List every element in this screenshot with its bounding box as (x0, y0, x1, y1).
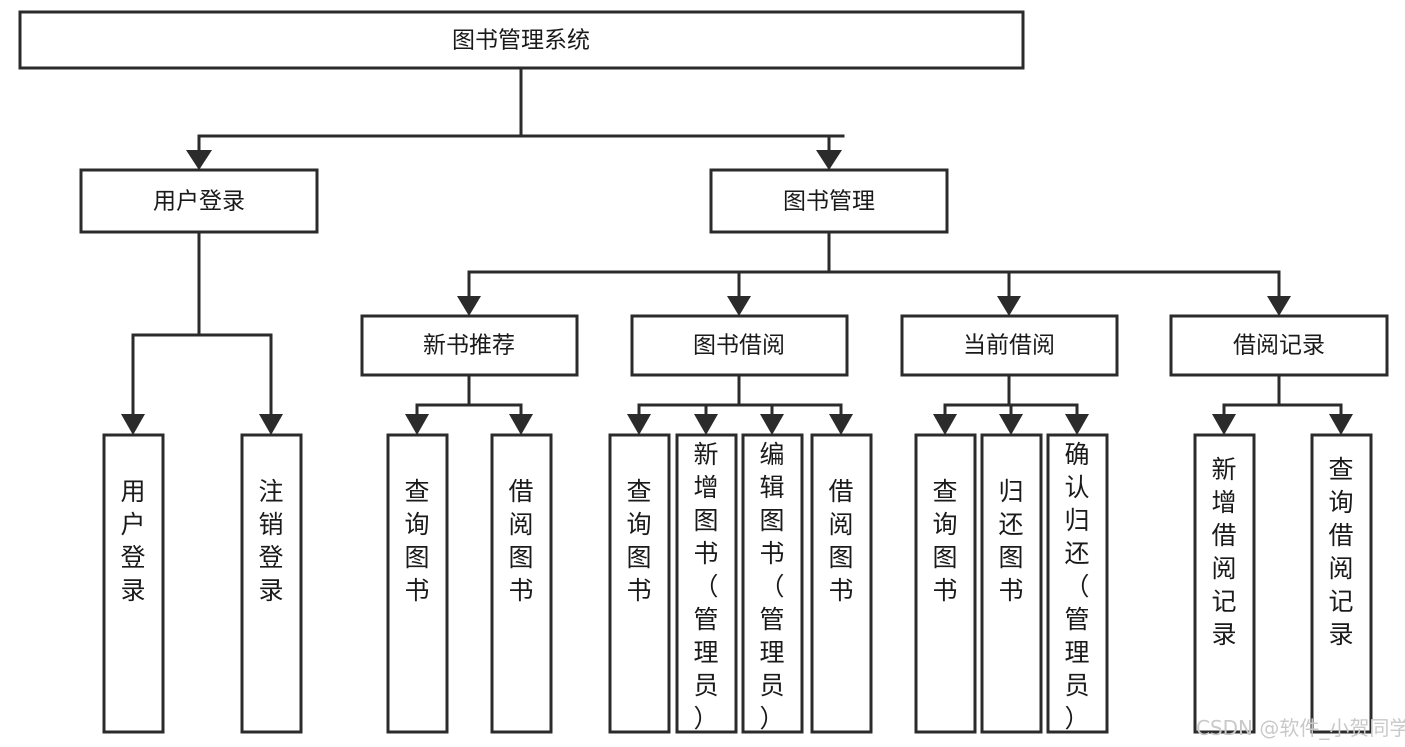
node-leaf-confirm-return[interactable]: 确认归还（管理员） (1046, 433, 1109, 734)
node-leaf-logout-login[interactable]: 注销登录 (240, 433, 303, 734)
leaf-add-book-label: 新增图书（管理员） (693, 440, 718, 733)
leaf-edit-book-label: 编辑图书（管理员） (759, 440, 784, 733)
arrowhead-user-login (186, 150, 212, 170)
root-label: 图书管理系统 (452, 28, 590, 54)
leaf-return-book-label: 归还图书 (998, 477, 1023, 605)
arrowhead-borrow-record (1267, 296, 1291, 316)
leaf-query-book-3-label: 查询图书 (932, 477, 957, 605)
book-borrow-label: 图书借阅 (693, 333, 785, 359)
book-borrow-box[interactable] (630, 314, 849, 377)
node-root[interactable]: 图书管理系统 (18, 10, 1025, 70)
current-borrow-label: 当前借阅 (963, 333, 1055, 359)
arrowhead-current-borrow (997, 296, 1021, 316)
node-leaf-borrow-book-1[interactable]: 借阅图书 (490, 433, 553, 734)
arrowhead-leaf-query-book-1 (405, 414, 429, 435)
leaf-query-record-label: 查询借阅记录 (1328, 455, 1353, 649)
node-leaf-query-book-1[interactable]: 查询图书 (386, 433, 449, 734)
leaf-query-book-3-box[interactable] (914, 433, 977, 734)
leaf-query-record-box[interactable] (1310, 433, 1373, 734)
arrowhead-leaf-add-book (694, 414, 718, 435)
node-leaf-query-book-3[interactable]: 查询图书 (914, 433, 977, 734)
leaf-user-login-label: 用户登录 (120, 477, 145, 605)
leaf-query-book-1-label: 查询图书 (404, 477, 429, 605)
user-login-box[interactable] (79, 168, 319, 234)
arrowhead-leaf-borrow-book-2 (829, 414, 853, 435)
arrowhead-leaf-user-login (121, 414, 145, 435)
node-leaf-edit-book[interactable]: 编辑图书（管理员） (741, 433, 804, 734)
arrowhead-leaf-edit-book (760, 414, 784, 435)
leaf-borrow-book-2-label: 借阅图书 (828, 477, 853, 605)
leaf-return-book-box[interactable] (980, 433, 1043, 734)
arrowhead-leaf-add-record (1212, 414, 1236, 435)
new-book-recommend-label: 新书推荐 (423, 333, 515, 359)
node-new-book-recommend[interactable]: 新书推荐 (360, 314, 579, 377)
leaf-borrow-book-1-label: 借阅图书 (508, 477, 533, 605)
node-book-manage[interactable]: 图书管理 (709, 168, 949, 234)
leaf-query-book-2-box[interactable] (608, 433, 671, 734)
leaf-user-login-box[interactable] (102, 433, 165, 734)
leaf-confirm-return-box[interactable] (1046, 433, 1109, 734)
arrowhead-leaf-return-book (999, 414, 1023, 435)
edge-layer (121, 66, 1353, 435)
arrowhead-leaf-logout-login (259, 414, 283, 435)
leaf-add-record-box[interactable] (1193, 433, 1256, 734)
arrowhead-leaf-query-book-3 (933, 414, 957, 435)
node-leaf-query-record[interactable]: 查询借阅记录 (1310, 433, 1373, 734)
arrowhead-leaf-borrow-book-1 (509, 414, 533, 435)
leaf-borrow-book-1-box[interactable] (490, 433, 553, 734)
borrow-record-box[interactable] (1169, 314, 1389, 377)
leaf-nodes-layer: 用户登录 注销登录 查询图书 借阅图书 查询图书 新增图书（管理员） 编辑图书（… (102, 433, 1373, 734)
leaf-query-book-1-box[interactable] (386, 433, 449, 734)
leaf-logout-login-label: 注销登录 (258, 477, 283, 605)
book-manage-label: 图书管理 (783, 189, 875, 215)
node-leaf-borrow-book-2[interactable]: 借阅图书 (810, 433, 873, 734)
arrowhead-leaf-query-book-2 (627, 414, 651, 435)
node-book-borrow[interactable]: 图书借阅 (630, 314, 849, 377)
arrowhead-leaf-query-record (1329, 414, 1353, 435)
leaf-logout-login-box[interactable] (240, 433, 303, 734)
node-leaf-add-record[interactable]: 新增借阅记录 (1193, 433, 1256, 734)
leaf-add-record-label: 新增借阅记录 (1211, 455, 1236, 649)
root-box[interactable] (18, 10, 1025, 70)
leaf-confirm-return-label: 确认归还（管理员） (1064, 440, 1089, 733)
leaf-add-book-box[interactable] (675, 433, 738, 734)
node-leaf-return-book[interactable]: 归还图书 (980, 433, 1043, 734)
arrowhead-book-manage (816, 150, 842, 170)
node-leaf-add-book[interactable]: 新增图书（管理员） (675, 433, 738, 734)
arrowhead-book-borrow (727, 296, 751, 316)
leaf-borrow-book-2-box[interactable] (810, 433, 873, 734)
arrowhead-leaf-confirm-return (1065, 414, 1089, 435)
leaf-query-book-2-label: 查询图书 (626, 477, 651, 605)
node-user-login[interactable]: 用户登录 (79, 168, 319, 234)
csdn-watermark: CSDN @软件_小贺同学 (1196, 716, 1405, 740)
node-leaf-user-login[interactable]: 用户登录 (102, 433, 165, 734)
user-login-label: 用户登录 (153, 189, 245, 215)
node-current-borrow[interactable]: 当前借阅 (900, 314, 1119, 377)
node-borrow-record[interactable]: 借阅记录 (1169, 314, 1389, 377)
leaf-edit-book-box[interactable] (741, 433, 804, 734)
new-book-recommend-box[interactable] (360, 314, 579, 377)
arrowhead-new-book-recommend (457, 296, 481, 316)
node-leaf-query-book-2[interactable]: 查询图书 (608, 433, 671, 734)
borrow-record-label: 借阅记录 (1233, 333, 1325, 359)
book-manage-box[interactable] (709, 168, 949, 234)
current-borrow-box[interactable] (900, 314, 1119, 377)
